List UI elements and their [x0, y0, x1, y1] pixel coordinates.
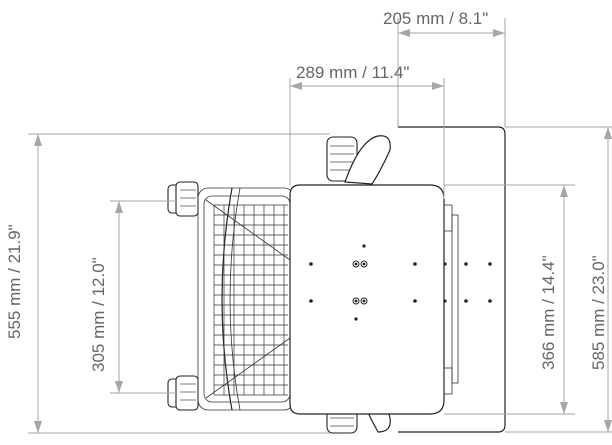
- seat-plate: [289, 184, 459, 415]
- dimension-wheel-spacing: 305 mm / 12.0": [89, 200, 176, 394]
- rear-wheel-top: [326, 135, 391, 185]
- dimension-seat-length: 366 mm / 14.4": [444, 184, 575, 415]
- basket-frame: [197, 187, 295, 411]
- dimension-top-width: 205 mm / 8.1": [383, 9, 506, 127]
- caster-wheel-bottom: [167, 375, 199, 411]
- dimension-wheel-spacing-label: 305 mm / 12.0": [89, 257, 108, 372]
- dimension-inner-width-label: 289 mm / 11.4": [296, 63, 409, 82]
- dimension-total-length-label: 585 mm / 23.0": [589, 255, 608, 370]
- caster-wheel-top: [167, 181, 199, 217]
- dimension-top-width-label: 205 mm / 8.1": [383, 9, 488, 28]
- seat-holes: [309, 244, 492, 321]
- dimension-overall-length: 555 mm / 21.9": [5, 133, 330, 434]
- dimension-seat-length-label: 366 mm / 14.4": [539, 255, 558, 370]
- dimension-total-length: 585 mm / 23.0": [505, 126, 612, 433]
- basket-grid: [213, 204, 288, 396]
- dimension-inner-width: 289 mm / 11.4": [289, 63, 445, 199]
- dimension-overall-length-label: 555 mm / 21.9": [5, 224, 24, 339]
